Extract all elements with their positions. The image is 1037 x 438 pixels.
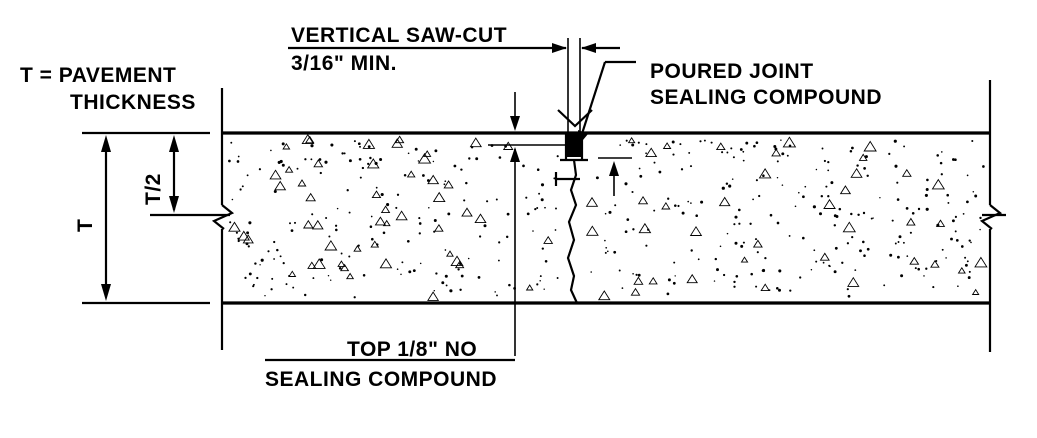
poured-joint-label-line2: SEALING COMPOUND	[650, 86, 882, 109]
half-thickness-label: T/2	[142, 173, 165, 205]
poured-joint-label-line1: POURED JOINT	[650, 60, 814, 83]
half-thickness-dimension	[169, 135, 179, 213]
crack-line	[566, 159, 578, 304]
left-break-line	[150, 88, 235, 350]
poured-joint-leader	[578, 60, 636, 146]
thickness-label: T	[74, 219, 97, 232]
saw-cut-label-line2: 3/16" MIN.	[291, 52, 397, 75]
pavement-thickness-label-line1: T = PAVEMENT	[20, 64, 176, 87]
concrete-aggregate	[228, 133, 988, 301]
saw-cut-label-line1: VERTICAL SAW-CUT	[291, 24, 507, 47]
pavement-thickness-label-line2: THICKNESS	[70, 91, 196, 114]
crack-marker	[554, 172, 580, 186]
right-break-line	[979, 80, 1006, 352]
sealant-recess-dimension	[265, 92, 632, 362]
top-note-label-line1: TOP 1/8" NO	[347, 338, 477, 361]
saw-cut-width-lines	[288, 38, 620, 140]
top-note-label-line2: SEALING COMPOUND	[265, 368, 497, 391]
thickness-dimension	[82, 131, 210, 305]
